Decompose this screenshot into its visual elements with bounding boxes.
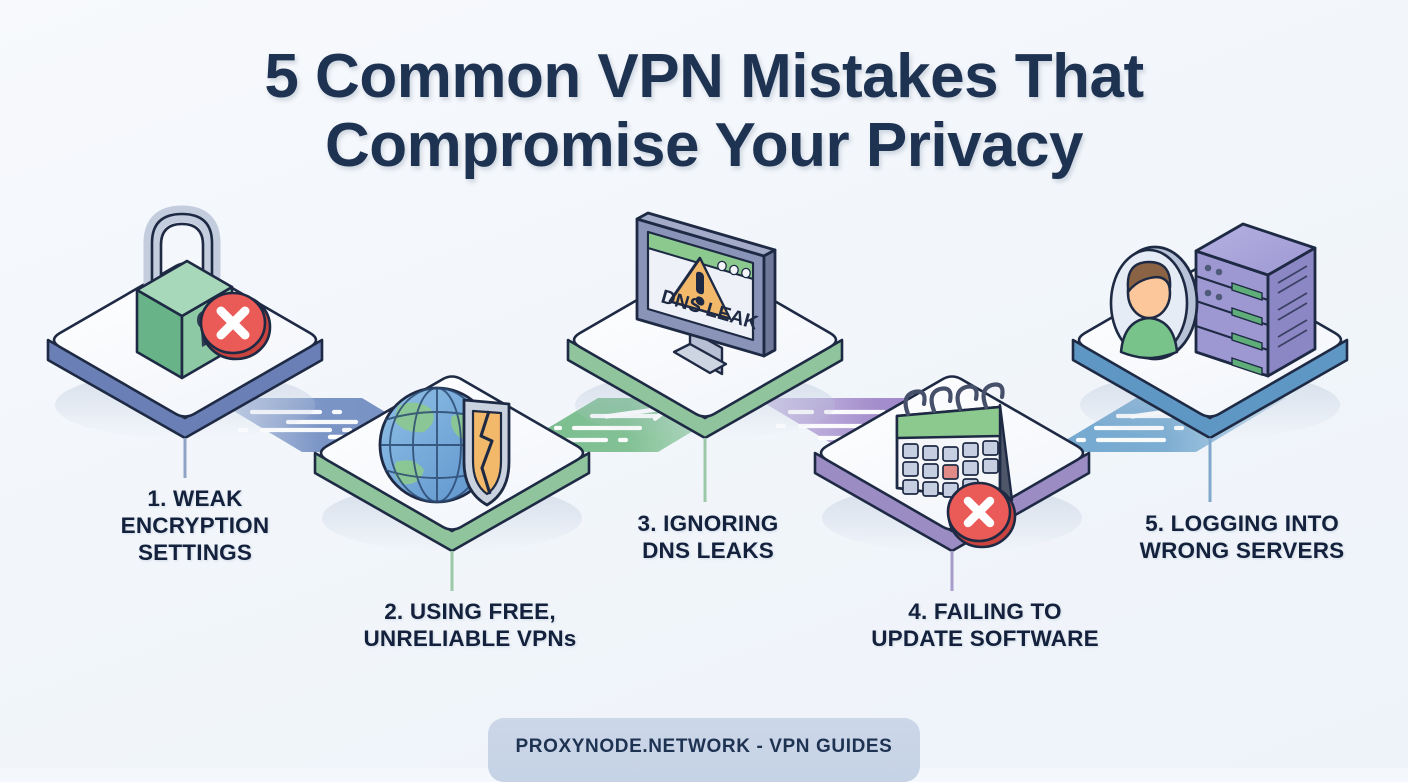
step-5-node[interactable] xyxy=(1071,222,1349,502)
globe-with-broken-shield-icon xyxy=(378,386,511,507)
step-1-node[interactable] xyxy=(46,205,324,478)
step-3-node[interactable]: DNS LEAK xyxy=(566,211,844,502)
monitor-dns-leak-warning-icon: DNS LEAK xyxy=(635,211,777,376)
step-3-label: 3. IGNORING DNS LEAKS xyxy=(637,511,779,564)
calendar-with-red-x-icon xyxy=(895,382,1017,549)
step-2-node[interactable] xyxy=(313,375,591,592)
step-4-node[interactable] xyxy=(813,375,1091,592)
footer-badge: PROXYNODE.NETWORK - VPN GUIDES xyxy=(488,718,920,782)
step-5-label: 5. LOGGING INTO WRONG SERVERS xyxy=(1139,511,1345,564)
user-avatar-with-server-rack-icon xyxy=(1109,222,1317,378)
step-4-label: 4. FAILING TO UPDATE SOFTWARE xyxy=(871,599,1099,652)
step-2-label: 2. USING FREE, UNRELIABLE VPNs xyxy=(363,599,577,652)
footer-text: PROXYNODE.NETWORK - VPN GUIDES xyxy=(515,736,893,757)
padlock-with-red-x-icon xyxy=(135,205,272,380)
step-1-label: 1. WEAK ENCRYPTION SETTINGS xyxy=(120,486,270,566)
